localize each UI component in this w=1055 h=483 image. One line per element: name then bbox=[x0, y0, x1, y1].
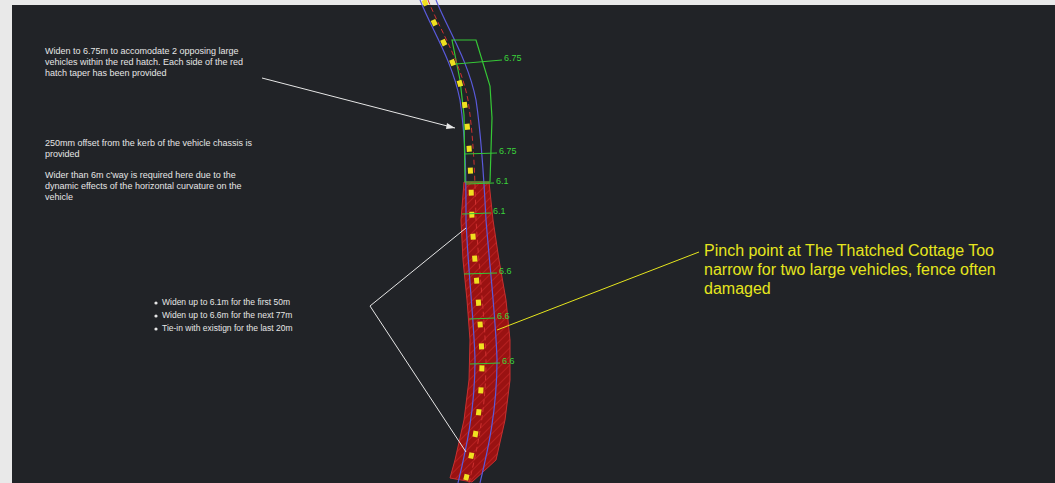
note-text: 250mm offset from the kerb of the vehicl… bbox=[45, 138, 260, 160]
dimension-label: 6.75 bbox=[504, 53, 522, 63]
vehicle-path bbox=[424, 0, 482, 483]
dimension-label: 6.6 bbox=[499, 266, 512, 276]
leader-line bbox=[497, 252, 699, 330]
bullet-text: Widen up to 6.6m for the next 77m bbox=[162, 310, 292, 321]
kerb-line bbox=[436, 0, 497, 483]
leader-arrowhead bbox=[446, 123, 455, 129]
leader-line bbox=[262, 78, 466, 452]
dimension-label: 6.75 bbox=[499, 146, 517, 156]
dimension-label: 6.1 bbox=[493, 206, 506, 216]
dimension-label: 6.6 bbox=[502, 356, 515, 366]
widening-hatch bbox=[450, 182, 510, 482]
bullet-text: Widen up to 6.1m for the first 50m bbox=[162, 297, 290, 308]
bullet-text: Tie-in with existign for the last 20m bbox=[162, 323, 293, 334]
kerb-line bbox=[420, 0, 475, 483]
note-text: Widen to 6.75m to accomodate 2 opposing … bbox=[45, 46, 260, 79]
dimension-label: 6.6 bbox=[497, 311, 510, 321]
callout-text: Pinch point at The Thatched Cottage Too … bbox=[704, 241, 1004, 298]
note-text: Wider than 6m c'way is required here due… bbox=[45, 170, 260, 203]
dimension-label: 6.1 bbox=[496, 176, 509, 186]
bullet-dot bbox=[154, 301, 157, 330]
